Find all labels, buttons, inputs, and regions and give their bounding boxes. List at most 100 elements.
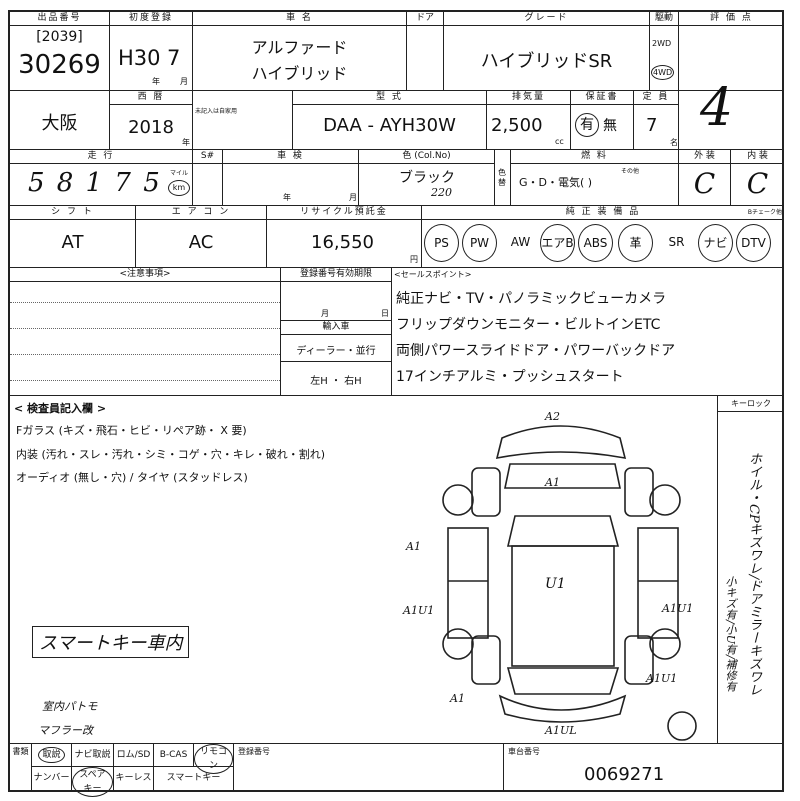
- notes-line: [10, 380, 280, 381]
- item-navi-manual: ナビ取説: [72, 744, 114, 767]
- sales-point-4: 17インチアルミ・プッシュスタート: [396, 369, 624, 385]
- color-change-cell: 色替: [495, 150, 511, 205]
- drive-4wd: 4WD: [651, 65, 675, 80]
- row-equipment: シ フ ト AT エ ア コ ン AC リサイクル預託金 16,550 円 純 …: [10, 206, 784, 268]
- mark-a1-left: A1: [406, 540, 421, 553]
- notes-line: [10, 354, 280, 355]
- equip-dtv: DTV: [736, 224, 771, 262]
- keylock-label: キーロック: [718, 398, 784, 412]
- item-remote: リモコン: [194, 744, 234, 774]
- warranty-label: 保証書: [571, 91, 633, 105]
- private-cell: 未記入は自家用: [193, 91, 293, 149]
- model-code: DAA - AYH30W: [323, 115, 456, 136]
- color-change-label: 色替: [498, 168, 506, 187]
- drive-label: 駆動: [650, 12, 678, 26]
- item-keyless: キーレス: [114, 767, 154, 790]
- inspection-cell: 車 検 年 月: [223, 150, 359, 205]
- sales-point-2: フリップダウンモニター・ビルトインETC: [396, 317, 661, 333]
- warranty-cell: 保証書 有 無: [571, 91, 634, 149]
- equip-aw: AW: [510, 235, 531, 249]
- sales-point-1: 純正ナビ・TV・パノラミックビューカメラ: [396, 291, 667, 307]
- reg-day-unit: 日: [381, 309, 389, 318]
- keylock-column: キーロック ホイル・CPキズワレ/ドアミラーキズワレ 小キズ有/小U有/補修有: [717, 396, 784, 744]
- capacity-unit: 名: [670, 138, 678, 147]
- exterior-cell: 外 装 C: [679, 150, 731, 205]
- reg-expiry-label: 登録番号有効期限: [281, 268, 391, 282]
- side-note-2: 小キズ有/小U有/補修有: [724, 576, 737, 692]
- car-name-cell: 車 名 アルファード ハイブリッド: [193, 12, 407, 90]
- sales-point-3: 両側パワースライドドア・パワーバックドア: [396, 343, 676, 359]
- right-side-doors: [637, 527, 679, 639]
- fuel-other: その他: [621, 168, 640, 175]
- spare-tire: [667, 711, 697, 741]
- import-dealer: ディーラー・並行: [296, 346, 376, 357]
- first-reg-era: H30: [118, 46, 161, 70]
- warranty-yes: 有: [575, 113, 599, 137]
- aircon-label: エ ア コ ン: [136, 206, 266, 220]
- notes-cell: <注意事項>: [10, 268, 281, 395]
- mark-a1u1-rear-right: A1U1: [646, 672, 678, 685]
- grade-value: ハイブリッドSR: [480, 51, 613, 72]
- inspection-label: 車 検: [223, 150, 358, 164]
- mark-a1-hood: A1: [545, 476, 560, 489]
- mark-a1u1-right: A1U1: [662, 602, 694, 615]
- shift-label: シ フ ト: [10, 206, 135, 220]
- speed-cell: S#: [193, 150, 223, 205]
- notes-line: [10, 302, 280, 303]
- chassis-cell: 車台番号 0069271: [504, 744, 784, 790]
- lot-number: 30269: [18, 50, 101, 80]
- sales-points-label: <セールスポイント>: [394, 270, 472, 279]
- chassis-number: 0069271: [584, 764, 665, 785]
- smart-key-note: スマートキー車内: [32, 626, 190, 658]
- front-right-fender: [624, 467, 654, 517]
- recycle-value: 16,550: [311, 232, 374, 253]
- inspector-line-audio: オーディオ (無し・穴) / タイヤ (スタッドレス): [16, 471, 248, 484]
- displacement-cell: 排気量 2,500 cc: [487, 91, 571, 149]
- displacement-value: 2,500: [491, 115, 543, 136]
- mileage-mile-unit: マイル: [170, 170, 189, 177]
- row-bottom: 書類 取説 ナビ取説 ロム/SD B-CAS リモコン ナンバー スペアキー キ…: [10, 744, 784, 797]
- row-condition: 走 行 5 8 1 7 5 マイル km S# 車 検 年 月 色 (Col.N…: [10, 150, 784, 206]
- grade-cell: グレード ハイブリッドSR: [444, 12, 650, 90]
- door-label: ドア: [407, 12, 443, 26]
- model-note: 未記入は自家用: [195, 108, 238, 115]
- score-value: 4: [700, 78, 734, 138]
- score-label: 評 価 点: [679, 12, 784, 26]
- inspector-label: < 検査員記入欄 >: [14, 402, 107, 415]
- capacity-cell: 定 員 7 名: [634, 91, 679, 149]
- color-cell: 色 (Col.No) ブラック 220: [359, 150, 495, 205]
- interior-grade: C: [746, 167, 769, 200]
- mileage-km-unit: km: [168, 180, 190, 196]
- lot-cell: 出品番号 [2039] 30269: [10, 12, 110, 90]
- item-manual: 取説: [32, 744, 72, 767]
- grade-label: グレード: [444, 12, 649, 26]
- drive-2wd: 2WD: [652, 39, 672, 48]
- fuel-options: G・D・電気( ): [519, 176, 593, 189]
- speed-label: S#: [193, 150, 222, 164]
- door-cell: ドア: [407, 12, 444, 90]
- year-unit-2: 年: [182, 138, 190, 147]
- year-label: 西 暦: [110, 91, 192, 105]
- shift-cell: シ フ ト AT: [10, 206, 136, 267]
- equip-ps: PS: [424, 224, 459, 262]
- item-spare-key: スペアキー: [72, 767, 114, 797]
- mileage-value: 5 8 1 7 5: [28, 168, 162, 198]
- mark-u1-roof: U1: [545, 576, 566, 592]
- import-label: 輸入車: [281, 320, 391, 335]
- equip-pw: PW: [462, 224, 497, 262]
- exhibit-no-label: 出品番号: [10, 12, 109, 26]
- aircon-cell: エ ア コ ン AC: [136, 206, 267, 267]
- reg-cell: 登録番号有効期限 月 日 輸入車 ディーラー・並行 左H ・ 右H: [281, 268, 392, 395]
- row-vehicle: 出品番号 [2039] 30269 初度登録 H30 7 年 月 車 名 アルフ…: [10, 12, 784, 91]
- displacement-label: 排気量: [487, 91, 570, 105]
- lot-bracket: [2039]: [36, 29, 83, 45]
- wheel-front-left: [442, 484, 474, 516]
- chassis-label: 車台番号: [508, 747, 540, 756]
- car-name-line2: ハイブリッド: [251, 64, 348, 83]
- item-smart-key: スマートキー: [154, 767, 234, 790]
- equip-abs: ABS: [578, 224, 613, 262]
- roof: [511, 545, 615, 667]
- interior-label: 内 装: [731, 150, 784, 164]
- equipment-label: 純 正 装 備 品: [422, 206, 784, 220]
- insp-month-unit: 月: [349, 193, 357, 202]
